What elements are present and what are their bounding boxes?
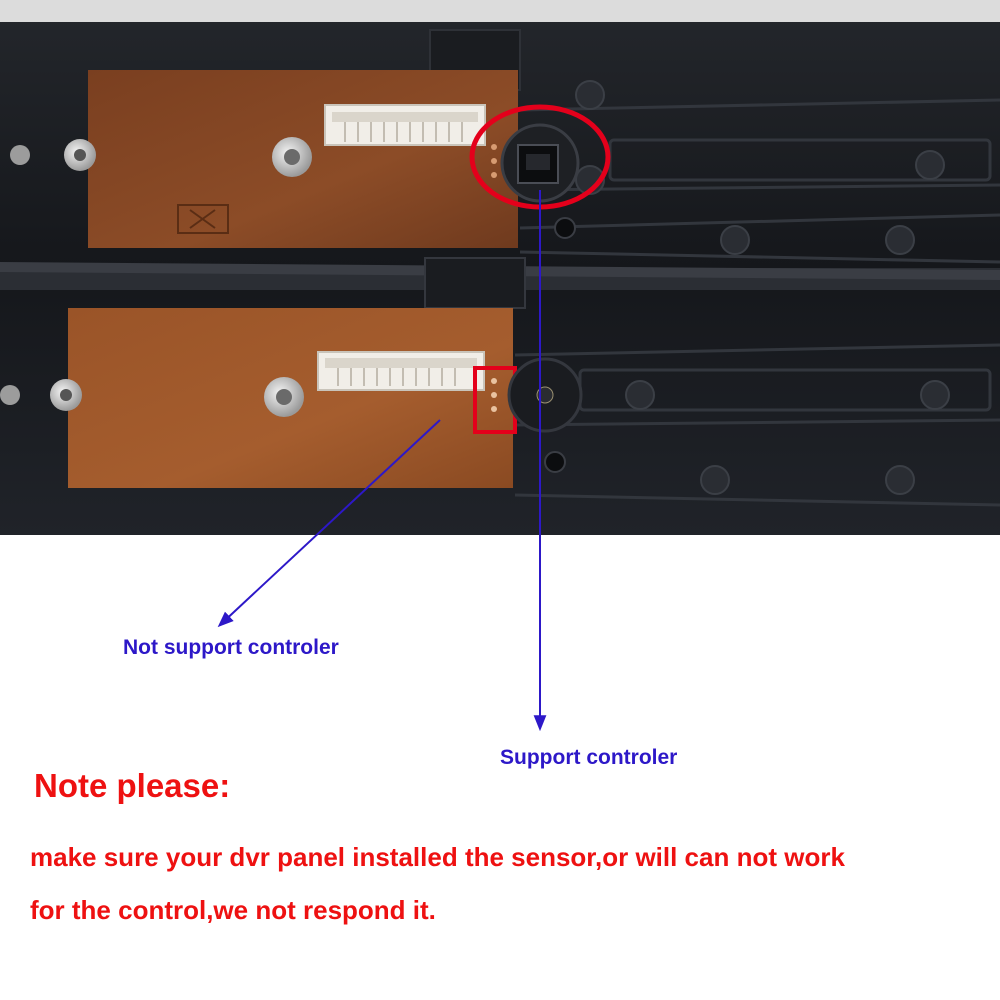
note-line-1: make sure your dvr panel installed the s…: [30, 842, 845, 872]
supported-label: Support controler: [500, 746, 678, 769]
connector-top: [324, 104, 486, 146]
arrow-not-supported: [217, 419, 441, 628]
empty-sensor-pads: [491, 378, 497, 412]
screw-bottom-frame: [0, 379, 82, 411]
not-supported-label: Not support controler: [123, 636, 339, 659]
ir-sensor: [500, 123, 580, 203]
note-title: Note please:: [34, 767, 231, 804]
sensor-solder-pads: [491, 144, 497, 178]
screw-bottom-board: [264, 377, 304, 417]
screw-top-board: [272, 137, 312, 177]
panel-ribs-bottom: [514, 343, 1000, 507]
pcb-marking: [177, 204, 229, 234]
note-line-2: for the control,we not respond it.: [30, 895, 436, 925]
connector-bottom: [317, 351, 485, 391]
screw-top-frame: [10, 139, 96, 171]
empty-sensor-hole: [507, 357, 583, 433]
